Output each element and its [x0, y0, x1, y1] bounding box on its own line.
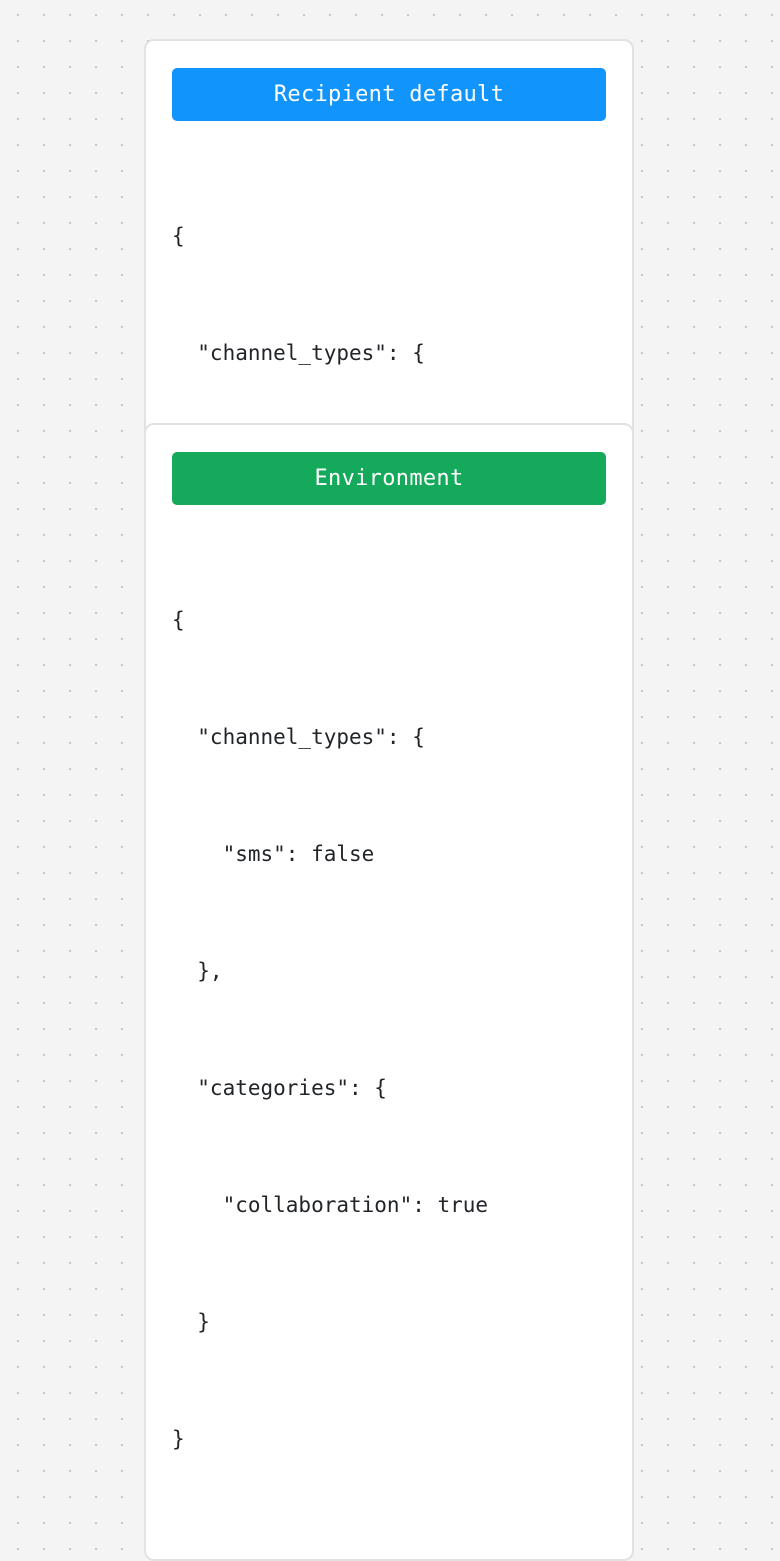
diagram-canvas: Recipient default { "channel_types": { "… — [144, 39, 634, 1561]
json-line: }, — [172, 959, 223, 983]
card-header-environment[interactable]: Environment — [172, 452, 606, 505]
json-line: } — [172, 1427, 185, 1451]
json-line: "collaboration": true — [172, 1193, 489, 1217]
card-header-title: Recipient default — [273, 81, 505, 107]
json-line: "sms": false — [172, 842, 375, 866]
json-line: "channel_types": { — [172, 725, 425, 749]
json-line: "categories": { — [172, 1076, 387, 1100]
json-line: { — [172, 224, 185, 248]
json-line: { — [172, 608, 185, 632]
json-line: } — [172, 1310, 210, 1334]
json-body-environment: { "channel_types": { "sms": false }, "ca… — [172, 523, 606, 1537]
card-header-title: Environment — [314, 465, 464, 491]
card-header-recipient-default[interactable]: Recipient default — [172, 68, 606, 121]
card-environment[interactable]: Environment { "channel_types": { "sms": … — [144, 423, 634, 1561]
json-line: "channel_types": { — [172, 341, 425, 365]
